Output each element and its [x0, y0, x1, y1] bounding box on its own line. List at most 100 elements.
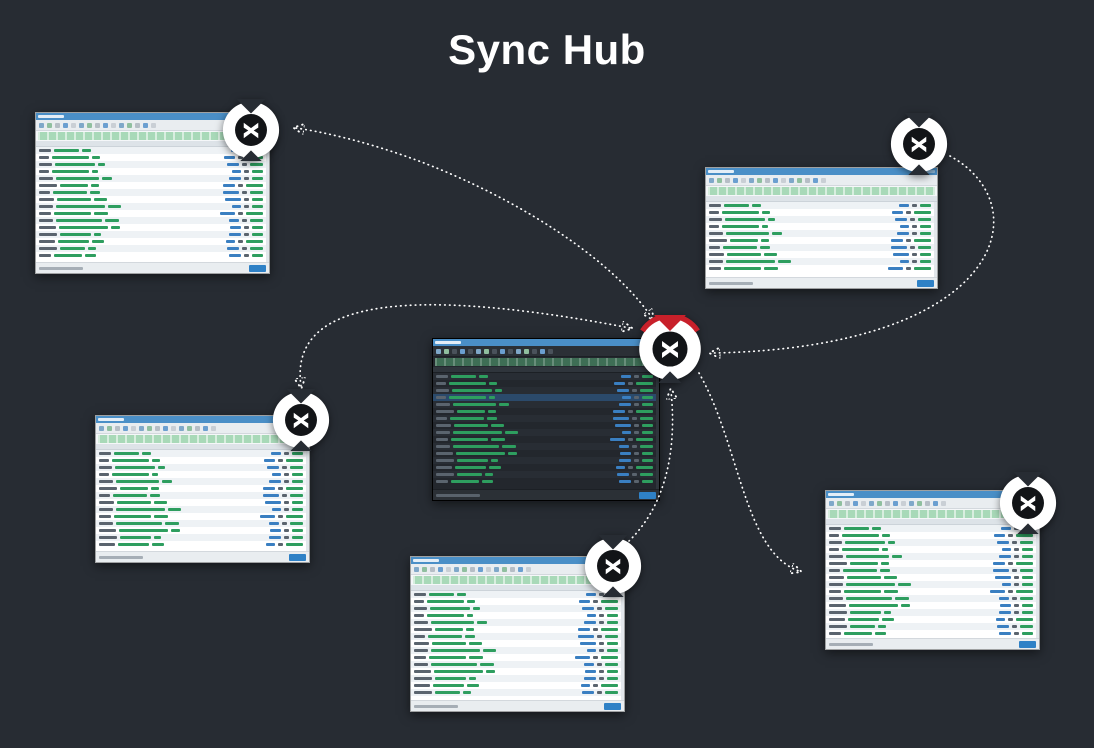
toolbar-icon[interactable] [510, 566, 515, 572]
list-row[interactable] [411, 619, 624, 626]
list-row[interactable] [36, 196, 269, 203]
toolbar-icon[interactable] [179, 425, 184, 431]
list-row[interactable] [96, 450, 309, 457]
list-row[interactable] [96, 478, 309, 485]
list-row[interactable] [96, 464, 309, 471]
toolbar-icon[interactable] [869, 500, 874, 506]
list-row[interactable] [433, 408, 659, 415]
toolbar-icon[interactable] [444, 348, 449, 354]
toolbar-icon[interactable] [917, 500, 922, 506]
toolbar-icon[interactable] [526, 566, 531, 572]
toolbar-icon[interactable] [155, 425, 160, 431]
sync-node-icon-top-right[interactable] [888, 113, 950, 175]
toolbar-icon[interactable] [508, 348, 513, 354]
toolbar-icon[interactable] [486, 566, 491, 572]
toolbar-icon[interactable] [87, 122, 92, 128]
list-row[interactable] [96, 492, 309, 499]
toolbar-icon[interactable] [430, 566, 435, 572]
file-list[interactable] [36, 147, 269, 262]
file-list[interactable] [433, 373, 659, 489]
toolbar-icon[interactable] [845, 500, 850, 506]
toolbar-icon[interactable] [79, 122, 84, 128]
toolbar-icon[interactable] [468, 348, 473, 354]
toolbar-icon[interactable] [111, 122, 116, 128]
toolbar-icon[interactable] [127, 122, 132, 128]
toolbar-icon[interactable] [484, 348, 489, 354]
list-row[interactable] [36, 210, 269, 217]
toolbar-icon[interactable] [893, 500, 898, 506]
toolbar-icon[interactable] [422, 566, 427, 572]
toolbar-icon[interactable] [446, 566, 451, 572]
list-row[interactable] [411, 689, 624, 696]
list-row[interactable] [826, 560, 1039, 567]
toolbar-icon[interactable] [500, 348, 505, 354]
list-row[interactable] [826, 602, 1039, 609]
list-row[interactable] [706, 209, 937, 216]
toolbar-icon[interactable] [163, 425, 168, 431]
toolbar-icon[interactable] [123, 425, 128, 431]
toolbar-icon[interactable] [941, 500, 946, 506]
file-list[interactable] [706, 202, 937, 277]
toolbar-icon[interactable] [139, 425, 144, 431]
toolbar-icon[interactable] [63, 122, 68, 128]
list-row[interactable] [411, 633, 624, 640]
list-row[interactable] [433, 387, 659, 394]
toolbar-icon[interactable] [438, 566, 443, 572]
file-list[interactable] [826, 525, 1039, 638]
toolbar-icon[interactable] [195, 425, 200, 431]
toolbar-icon[interactable] [470, 566, 475, 572]
toolbar-icon[interactable] [452, 348, 457, 354]
list-row[interactable] [826, 609, 1039, 616]
window-toolbar[interactable] [96, 423, 309, 434]
toolbar-icon[interactable] [476, 348, 481, 354]
toolbar-icon[interactable] [147, 425, 152, 431]
list-row[interactable] [826, 532, 1039, 539]
list-row[interactable] [411, 654, 624, 661]
window-bottom-right[interactable] [825, 490, 1040, 650]
list-row[interactable] [433, 394, 659, 401]
status-button[interactable] [249, 264, 266, 272]
list-row[interactable] [36, 245, 269, 252]
list-row[interactable] [96, 471, 309, 478]
list-row[interactable] [411, 626, 624, 633]
sync-hub-icon[interactable] [636, 313, 704, 383]
list-row[interactable] [36, 182, 269, 189]
toolbar-icon[interactable] [492, 348, 497, 354]
toolbar-icon[interactable] [107, 425, 112, 431]
list-row[interactable] [433, 401, 659, 408]
toolbar-icon[interactable] [115, 425, 120, 431]
toolbar-icon[interactable] [518, 566, 523, 572]
toolbar-icon[interactable] [171, 425, 176, 431]
toolbar-icon[interactable] [71, 122, 76, 128]
toolbar-icon[interactable] [151, 122, 156, 128]
list-row[interactable] [826, 539, 1039, 546]
list-row[interactable] [433, 373, 659, 380]
toolbar-icon[interactable] [211, 425, 216, 431]
toolbar-icon[interactable] [725, 177, 730, 183]
toolbar-icon[interactable] [131, 425, 136, 431]
list-row[interactable] [96, 513, 309, 520]
toolbar-icon[interactable] [853, 500, 858, 506]
status-button[interactable] [1019, 640, 1036, 648]
list-row[interactable] [706, 216, 937, 223]
list-row[interactable] [826, 623, 1039, 630]
list-row[interactable] [36, 189, 269, 196]
toolbar-icon[interactable] [516, 348, 521, 354]
list-row[interactable] [706, 258, 937, 265]
toolbar-icon[interactable] [773, 177, 778, 183]
toolbar-icon[interactable] [789, 177, 794, 183]
sync-node-icon-mid-left[interactable] [270, 389, 332, 451]
toolbar-icon[interactable] [829, 500, 834, 506]
toolbar-icon[interactable] [203, 425, 208, 431]
file-list[interactable] [96, 450, 309, 551]
toolbar-icon[interactable] [478, 566, 483, 572]
toolbar-icon[interactable] [877, 500, 882, 506]
sync-node-icon-bottom-center[interactable] [582, 535, 644, 597]
toolbar-icon[interactable] [47, 122, 52, 128]
toolbar-icon[interactable] [414, 566, 419, 572]
list-row[interactable] [433, 436, 659, 443]
status-button[interactable] [289, 553, 306, 561]
list-row[interactable] [433, 478, 659, 485]
list-row[interactable] [411, 605, 624, 612]
list-row[interactable] [433, 422, 659, 429]
